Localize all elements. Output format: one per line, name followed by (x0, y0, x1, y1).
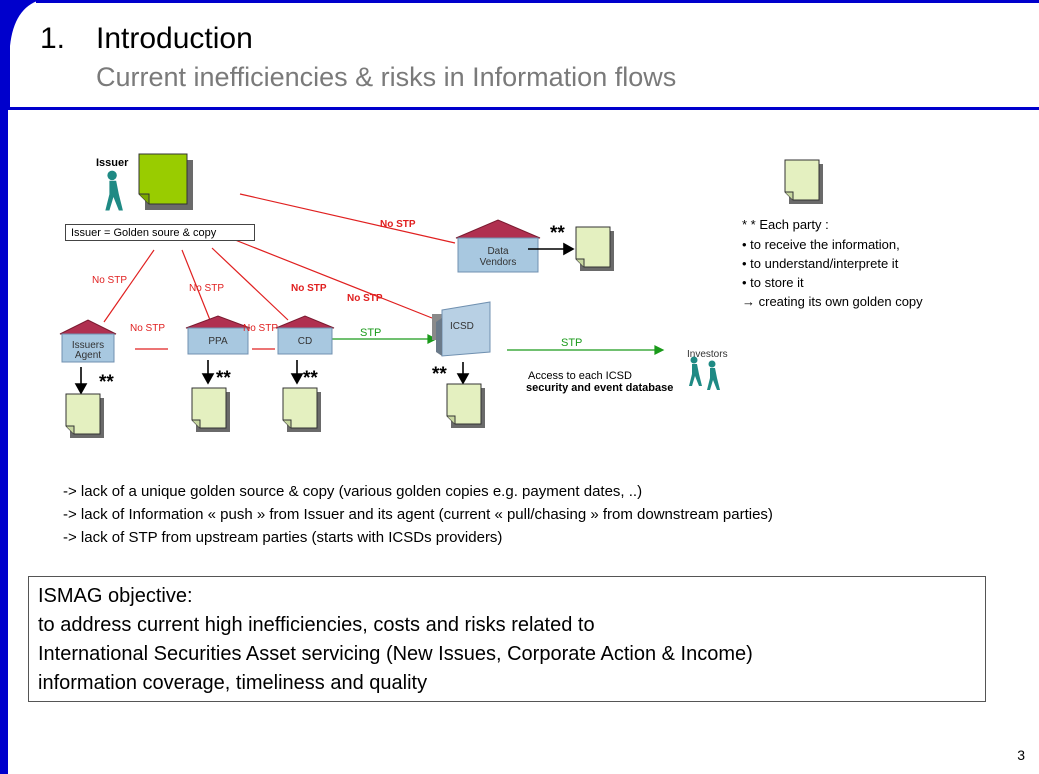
investors-icon (689, 356, 720, 390)
issue-line: -> lack of a unique golden source & copy… (63, 483, 643, 500)
legend-item: • to receive the information, (742, 237, 900, 252)
no-stp-lines (103, 193, 456, 350)
ppa-building-icon (185, 315, 251, 355)
access-label-line2: security and event database (526, 382, 674, 394)
stp-label-cd-icsd: STP (360, 327, 382, 339)
cd-label: CD (297, 336, 313, 347)
stars-agent: ** (99, 372, 114, 393)
stars-ppa: ** (216, 368, 231, 389)
ppa-label: PPA (208, 336, 228, 347)
data-vendors-label-line2: Vendors (479, 257, 517, 268)
no-stp-label-icsd: No STP (347, 293, 383, 304)
issue-line: -> lack of Information « push » from Iss… (63, 506, 773, 523)
stars-cd: ** (303, 368, 318, 389)
objective-heading: ISMAG objective: (38, 585, 193, 607)
page-number: 3 (1017, 747, 1025, 763)
objective-line: information coverage, timeliness and qua… (38, 672, 428, 694)
no-stp-label-agent: No STP (92, 275, 128, 286)
no-stp-label-cd: No STP (291, 283, 327, 294)
objective-line: to address current high inefficiencies, … (38, 614, 595, 636)
access-label-line1: Access to each ICSD (528, 370, 632, 382)
issuers-agent-building-icon (59, 319, 117, 363)
no-stp-label-ppa-cd: No STP (243, 323, 279, 334)
objective-line: International Securities Asset servicing… (38, 643, 753, 665)
stars-data-vendors: ** (550, 223, 565, 244)
data-vendors-label: Data Vendors (458, 246, 538, 268)
data-vendors-label-line1: Data (487, 246, 509, 257)
agent-document-icon (65, 393, 105, 439)
no-stp-label-ppa: No STP (189, 283, 225, 294)
data-vendors-building-icon (455, 219, 541, 273)
issuers-agent-label-line2: Agent (74, 350, 102, 361)
issue-line: -> lack of STP from upstream parties (st… (63, 529, 503, 546)
legend-item: → creating its own golden copy (742, 294, 923, 309)
title-number: 1. (40, 22, 66, 55)
stp-lines (330, 334, 665, 355)
ppa-document-icon (191, 387, 231, 433)
icsd-document-icon (446, 383, 486, 429)
issuer-label: Issuer (96, 157, 129, 169)
receive-arrows (74, 242, 575, 395)
legend-item: • to store it (742, 275, 804, 290)
issuer-document-icon (138, 153, 193, 210)
issuer-person-icon (105, 170, 123, 211)
investors-label: Investors (687, 349, 728, 360)
legend-heading: * * Each party : (742, 217, 829, 232)
no-stp-label-vendors: No STP (380, 219, 416, 230)
cd-building-icon (275, 315, 335, 355)
issuers-agent-label: Issuers Agent (62, 341, 114, 361)
data-vendors-document-icon (575, 226, 615, 272)
issuers-agent-label-line1: Issuers (71, 340, 105, 351)
icsd-building-icon (432, 301, 491, 357)
page-title: Introduction (96, 22, 253, 55)
no-stp-label-agent-ppa: No STP (130, 323, 166, 334)
golden-copy-label: Issuer = Golden soure & copy (65, 224, 255, 241)
page-subtitle: Current inefficiencies & risks in Inform… (96, 62, 677, 92)
legend-document-icon (784, 159, 824, 205)
icsd-label: ICSD (450, 321, 474, 332)
stp-label-icsd-investors: STP (561, 337, 583, 349)
legend-item: • to understand/interprete it (742, 256, 899, 271)
cd-document-icon (282, 387, 322, 433)
objective-box: ISMAG objective: to address current high… (28, 576, 986, 702)
stars-icsd: ** (432, 364, 447, 385)
